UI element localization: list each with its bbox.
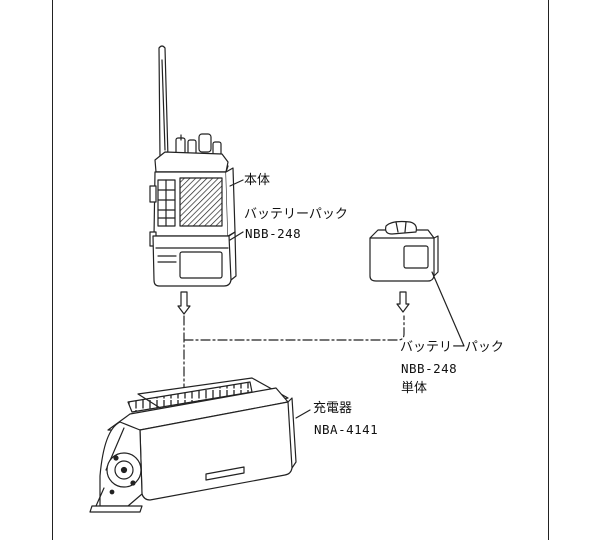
handheld-radio: [150, 46, 243, 286]
label-attached-pack-name: バッテリーパック: [244, 207, 348, 222]
leader-line-body: [230, 180, 243, 186]
label-single-pack-name: バッテリーパック: [400, 340, 504, 355]
label-radio-body: 本体: [244, 173, 271, 188]
single-battery-pack: [370, 222, 464, 347]
label-charger-name: 充電器: [313, 401, 353, 416]
down-arrow-single-pack: [397, 292, 409, 312]
label-charger-model: NBA-4141: [314, 422, 379, 437]
radio-keypad: [158, 180, 175, 226]
charger: [90, 378, 310, 512]
label-single-pack-model: NBB-248: [401, 361, 458, 376]
label-attached-pack-model: NBB-248: [245, 226, 302, 241]
leader-line-attached-pack: [230, 232, 243, 240]
radio-top-knobs: [176, 134, 221, 155]
label-single-pack-note: 単体: [401, 381, 428, 396]
leader-line-single-pack: [432, 272, 464, 346]
leader-line-charger: [296, 410, 310, 418]
charger-body: [140, 402, 292, 500]
left-frame-line: [52, 0, 53, 540]
right-frame-line: [548, 0, 549, 540]
down-arrow-radio: [178, 292, 190, 314]
radio-speaker-grille: [180, 178, 222, 226]
